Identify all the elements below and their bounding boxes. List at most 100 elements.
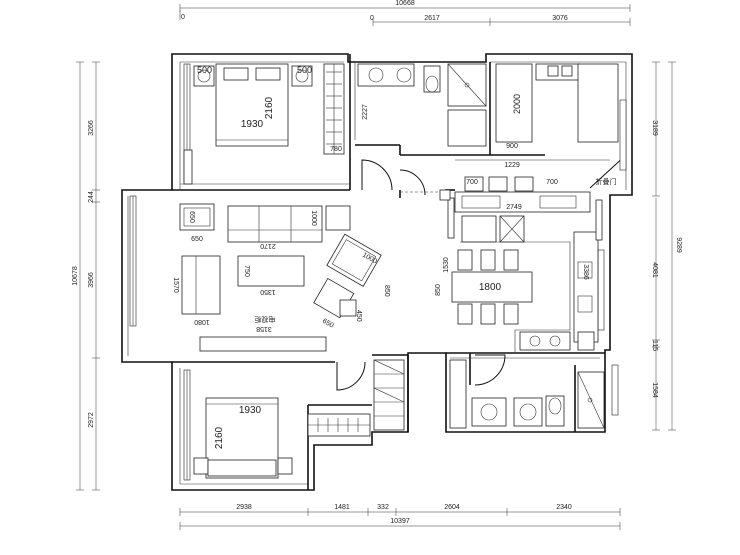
label-cabinet-650: 650 [188,211,195,223]
dim-bottom-seg2: 1481 [334,504,350,511]
label-ottoman-d: 850 [383,285,390,297]
sink-bath1 [368,67,384,83]
dim-top-left-zero: 0 [181,14,185,21]
label-tv-depth: 1080 [194,318,210,325]
sofa-main [227,205,323,243]
label-wardrobe-master: 780 [330,146,342,153]
dim-left-seg2: 244 [88,191,95,203]
dim-right-seg4: 115 [651,340,658,351]
kitchen-counter [573,231,599,343]
label-armchair-650: 650 [191,236,203,243]
pillow-master-1 [223,67,249,81]
stove [519,331,571,351]
door-bath2 [474,354,506,386]
dim-right-seg1: 3189 [651,120,658,136]
kids-room: 2000 900 折叠门 [495,63,619,186]
label-dining-w: 1229 [504,162,520,169]
vanity-bath2 [471,397,507,427]
label-nightstand-right: 500 [297,65,312,75]
stool-small [339,299,357,317]
label-tv-cabinet: 电视柜 [255,315,276,324]
window-kids-right [619,99,627,171]
toilet-bath2 [545,395,565,427]
dim-right-seg5: 1584 [651,382,658,398]
label-bed2-length: 2160 [214,426,225,449]
nightstand-bed2-left [193,457,209,475]
sink2-bath1 [396,67,412,83]
cabinet-living [179,203,215,231]
dim-bottom-overall: 10397 [390,518,410,525]
label-kids-folding-door: 折叠门 [596,177,617,186]
dim-bottom-seg4: 2604 [444,504,460,511]
living-room: 650 650 1000 2170 1570 750 1350 1000 850… [172,203,390,352]
label-dining-table-len: 1800 [479,282,502,293]
nightstand-master-right [291,65,313,87]
dim-bottom-seg3: 332 [377,504,389,511]
label-chair-450: 450 [355,310,362,322]
label-bed1-length: 2160 [264,96,275,119]
bar-stool-1 [464,176,484,192]
label-dining-1530: 1530 [443,257,450,273]
label-tv-cabinet-len: 3158 [256,325,272,332]
bar-stool-3 [514,176,534,192]
label-stool-r: 700 [546,179,558,186]
door-bed2 [336,361,366,391]
vanity-bath1 [357,63,415,87]
label-sofa-len: 2170 [260,242,276,249]
dim-right-seg2: 9289 [675,237,682,253]
window-bath2-right [611,364,619,416]
dim-right-seg3: 4081 [651,262,658,278]
tub-bath1 [447,109,487,147]
label-bath1-width: 2227 [362,104,369,120]
dim-bottom-seg1: 2938 [236,504,252,511]
sofa-side [181,255,221,315]
wall-details [439,189,603,241]
bed2-headboard [207,459,277,477]
dim-left-seg1: 3266 [88,120,95,136]
bottom-dimension-lines: 2938 1481 332 2604 2340 10397 [179,504,621,530]
label-sofa-depth: 1000 [310,210,317,226]
window-kitchen-right [597,249,605,331]
chair-kids-1 [547,65,559,77]
dim-bottom-seg5: 2340 [556,504,572,511]
chair-kids-2 [561,65,573,77]
dining-chair-1 [457,249,473,271]
label-coffee-w: 750 [243,265,250,277]
label-chair-650: 650 [321,318,335,330]
label-dining-850: 850 [435,284,442,296]
dining-chair-4 [457,303,473,325]
side-table-right [325,205,351,231]
dim-top-seg1: 2617 [424,15,440,22]
label-coffee-len: 1350 [260,288,276,295]
dim-top-mid-zero: 0 [370,15,374,22]
desk-kids [577,63,619,143]
label-kids-desk: 900 [506,143,518,150]
doors [336,159,506,391]
top-dimension-lines: 10668 0 0 2617 3076 [179,0,631,26]
dining-chair-3 [503,249,519,271]
toilet-bath1 [423,65,441,93]
label-side-sofa: 1570 [172,277,179,293]
shelf-bath2 [449,359,467,429]
bar-stool-2 [488,176,508,192]
dim-top-seg2: 3076 [552,15,568,22]
left-dimension-lines: 10678 3266 244 3966 2972 [72,61,100,491]
door-bath1 [399,169,426,196]
label-kids-bed: 2000 [512,94,522,114]
washer-bath2 [513,397,543,427]
label-stool-l: 700 [466,179,478,186]
tv-cabinet [199,336,327,352]
label-bed1-width: 1930 [241,119,264,130]
coffee-table [237,255,305,287]
ottoman-rotated [326,233,382,287]
dining-chair-6 [503,303,519,325]
master-bath: 2227 [357,63,487,147]
bar-counter [454,191,591,213]
secondary-bedroom: 1930 2160 [193,359,405,479]
nightstand-master-left [193,65,215,87]
label-bed2-width: 1930 [239,405,262,416]
second-bath [449,359,605,429]
fridge-unit [461,215,497,243]
label-nightstand-left: 500 [197,65,212,75]
dining-chair-2 [480,249,496,271]
